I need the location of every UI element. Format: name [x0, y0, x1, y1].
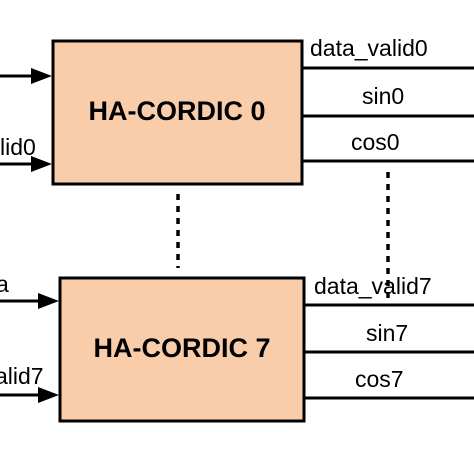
ha-cordic-7-label: HA-CORDIC 7	[93, 333, 270, 363]
ha-cordic-0-output-1: sin0	[302, 83, 474, 118]
ha-cordic-0-input-0	[0, 68, 52, 84]
input-arrowhead	[31, 156, 52, 172]
input-arrowhead	[31, 68, 52, 84]
output-label: sin0	[362, 83, 404, 109]
ha-cordic-0-block: HA-CORDIC 0	[51, 39, 304, 186]
ha-cordic-7-input-0: a	[0, 271, 59, 309]
output-label: cos0	[351, 129, 400, 155]
ha-cordic-7-output-1: sin7	[304, 320, 474, 354]
output-label: data_valid7	[314, 273, 432, 299]
output-label: data_valid0	[310, 35, 428, 61]
input-label: lid0	[0, 134, 36, 160]
ha-cordic-7-output-2: cos7	[304, 366, 474, 400]
input-arrowhead	[38, 387, 59, 403]
ha-cordic-0-box	[51, 39, 304, 186]
ha-cordic-7-box	[58, 276, 306, 423]
ha-cordic-0-output-0: data_valid0	[302, 35, 474, 70]
ha-cordic-7-output-0: data_valid7	[304, 273, 474, 307]
output-label: sin7	[366, 320, 408, 346]
output-label: cos7	[355, 366, 404, 392]
ha-cordic-7-input-1: alid7	[0, 363, 59, 403]
input-arrowhead	[38, 293, 59, 309]
ha-cordic-0-output-2: cos0	[302, 129, 474, 163]
ha-cordic-7-block: HA-CORDIC 7	[58, 276, 306, 423]
input-label: alid7	[0, 363, 44, 389]
ha-cordic-0-label: HA-CORDIC 0	[88, 96, 265, 126]
input-label: a	[0, 271, 9, 297]
ha-cordic-0-input-1: lid0	[0, 134, 52, 172]
